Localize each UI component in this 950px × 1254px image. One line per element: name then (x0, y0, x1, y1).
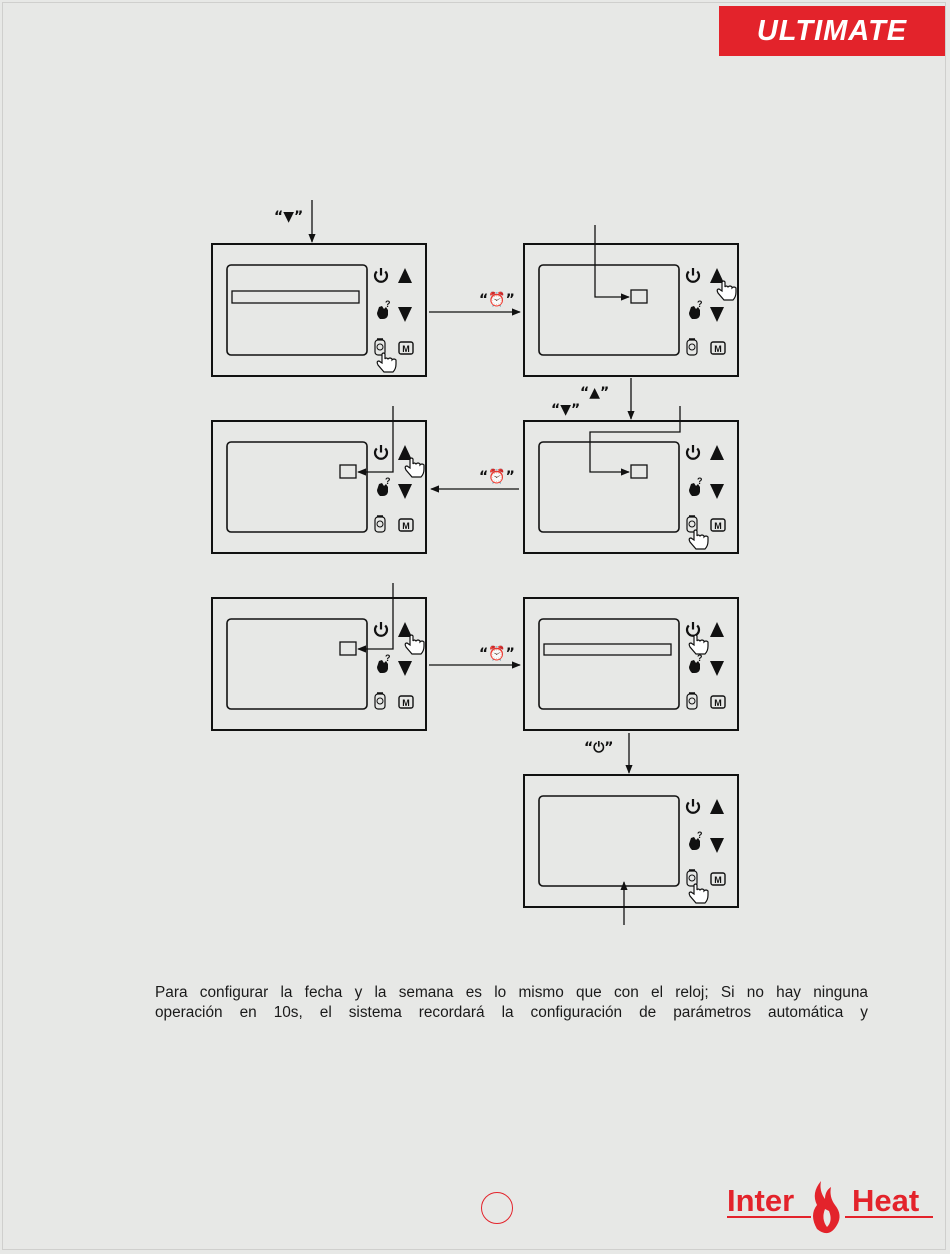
label-power: “⏻” (584, 740, 613, 756)
body-text-line-2: operación en 10s, el sistema recordará l… (155, 1003, 868, 1023)
svg-text:Heat: Heat (852, 1183, 919, 1218)
panel-7 (524, 775, 738, 907)
label-alarm-1: “⏰” (479, 290, 515, 308)
panel-6 (524, 598, 738, 730)
arrow-pointer-panel-2 (595, 225, 629, 297)
body-text-line-1: Para configurar la fecha y la semana es … (155, 983, 868, 1003)
panel-1 (212, 244, 426, 376)
arrow-pointer-panel-3 (358, 406, 393, 472)
body-text: Para configurar la fecha y la semana es … (155, 983, 868, 1023)
panel-3 (212, 421, 426, 553)
arrow-pointer-panel-5 (358, 583, 393, 649)
page-number-circle (481, 1192, 513, 1224)
label-up: “▲” (580, 385, 609, 401)
panel-4 (524, 421, 738, 553)
panel-5 (212, 598, 426, 730)
label-down: “▼” (274, 209, 303, 225)
panel-2 (524, 244, 738, 376)
interheat-logo: Inter Heat (725, 1175, 937, 1241)
label-alarm-3: “⏰” (479, 644, 515, 662)
arrow-pointer-panel-4 (590, 406, 680, 472)
svg-text:Inter: Inter (727, 1183, 794, 1218)
label-down-2: “▼” (551, 402, 580, 418)
label-alarm-2: “⏰” (479, 467, 515, 485)
